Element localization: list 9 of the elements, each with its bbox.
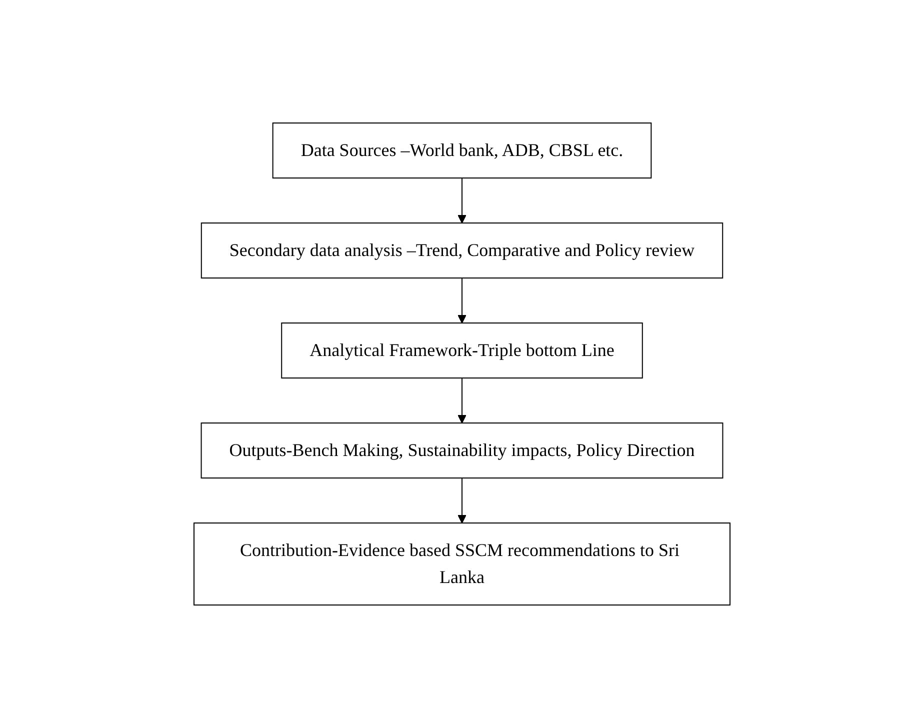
node-box: Secondary data analysis –Trend, Comparative and Policy review [200, 222, 724, 278]
arrow [458, 377, 466, 423]
node-box: Data Sources –World bank, ADB, CBSL etc. [272, 122, 652, 178]
node-box: Outputs-Bench Making, Sustainability impacts, Policy Direction [200, 422, 724, 478]
arrow [458, 477, 466, 523]
node-box: Contribution-Evidence based SSCM recommendations to Sri Lanka [194, 522, 730, 605]
arrow [458, 277, 466, 323]
arrow [458, 177, 466, 223]
node-box: Analytical Framework-Triple bottom Line [281, 322, 643, 378]
